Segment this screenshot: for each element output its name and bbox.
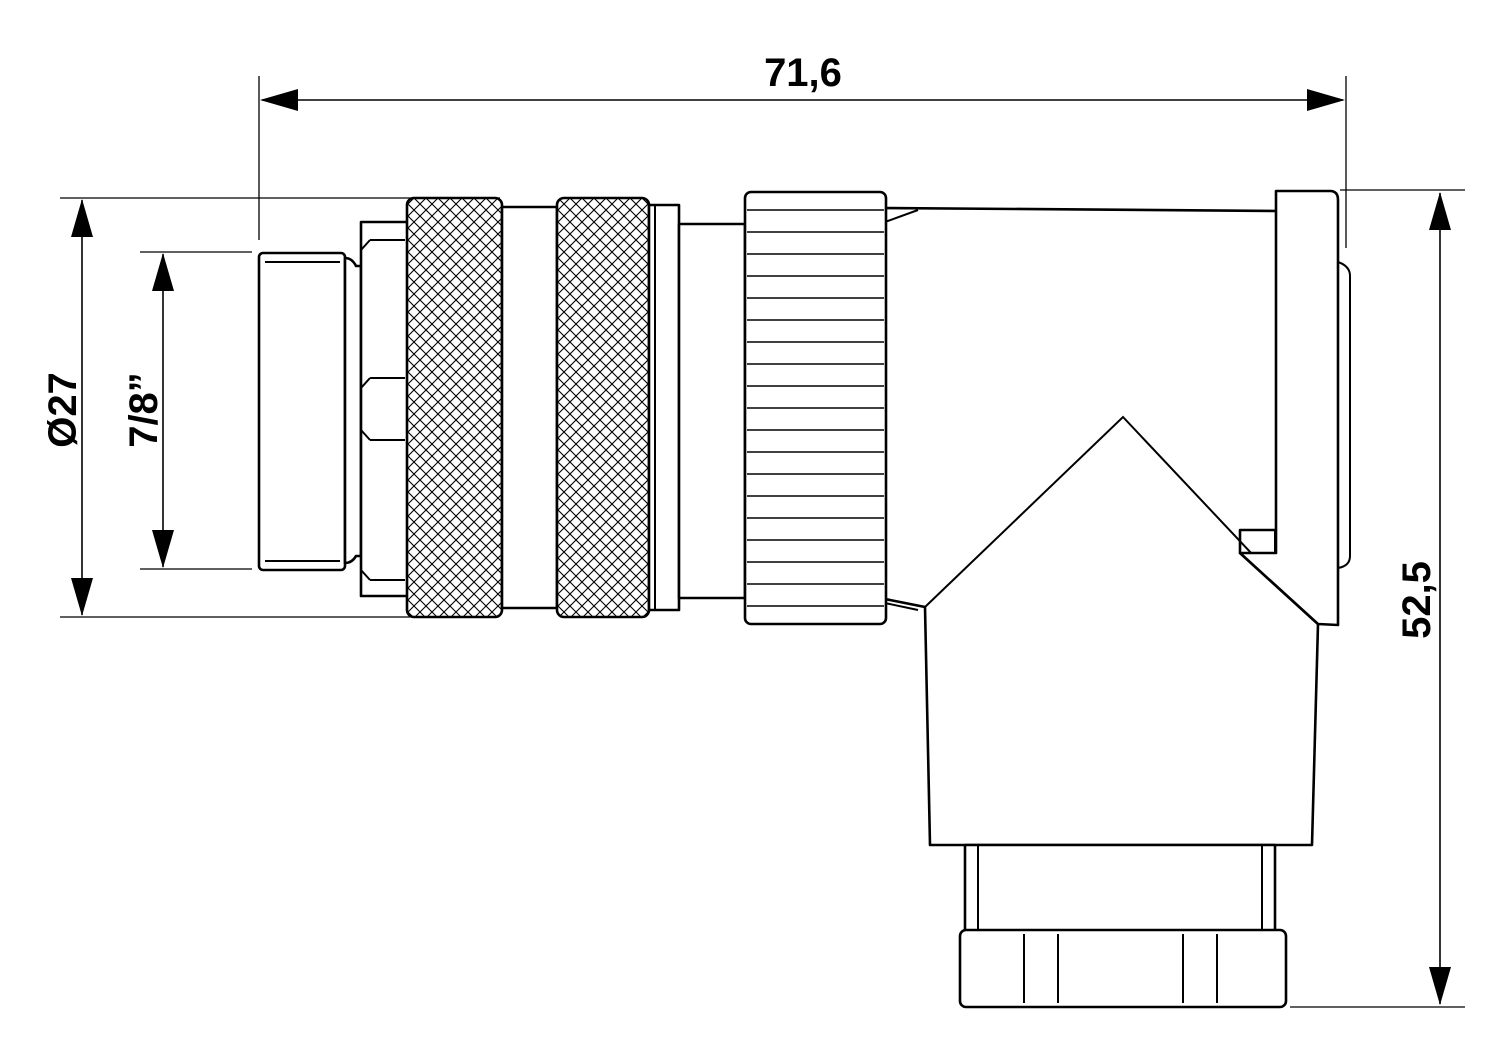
- angled-housing: [883, 206, 1320, 847]
- dimension-thread: 7/8”: [122, 253, 174, 568]
- dimension-label-height: 52,5: [1395, 561, 1439, 639]
- cable-gland-nut: [958, 928, 1288, 1009]
- connector-body: [257, 189, 1351, 1009]
- dimension-diameter: Ø27: [41, 199, 93, 616]
- knurled-ring-rear: [555, 196, 651, 619]
- thread-nose: [257, 251, 363, 572]
- coupling-nut-grooves: [747, 209, 884, 607]
- knurled-ring-front: [405, 196, 504, 619]
- extension-lines: [60, 76, 1465, 1008]
- grooved-coupling-nut: [743, 190, 888, 626]
- dimension-label-diameter: Ø27: [41, 372, 85, 448]
- dimension-label-length: 71,6: [764, 51, 842, 95]
- dimension-overall-height: 52,5: [1395, 192, 1451, 1005]
- rear-flange: [1238, 189, 1351, 627]
- collar: [647, 203, 681, 612]
- dimension-label-thread: 7/8”: [122, 372, 166, 448]
- dimension-overall-length: 71,6: [260, 51, 1345, 111]
- cable-outlet: [963, 843, 1277, 935]
- neck: [677, 222, 747, 600]
- ring-spacer: [500, 205, 559, 610]
- hex-nut: [359, 220, 410, 598]
